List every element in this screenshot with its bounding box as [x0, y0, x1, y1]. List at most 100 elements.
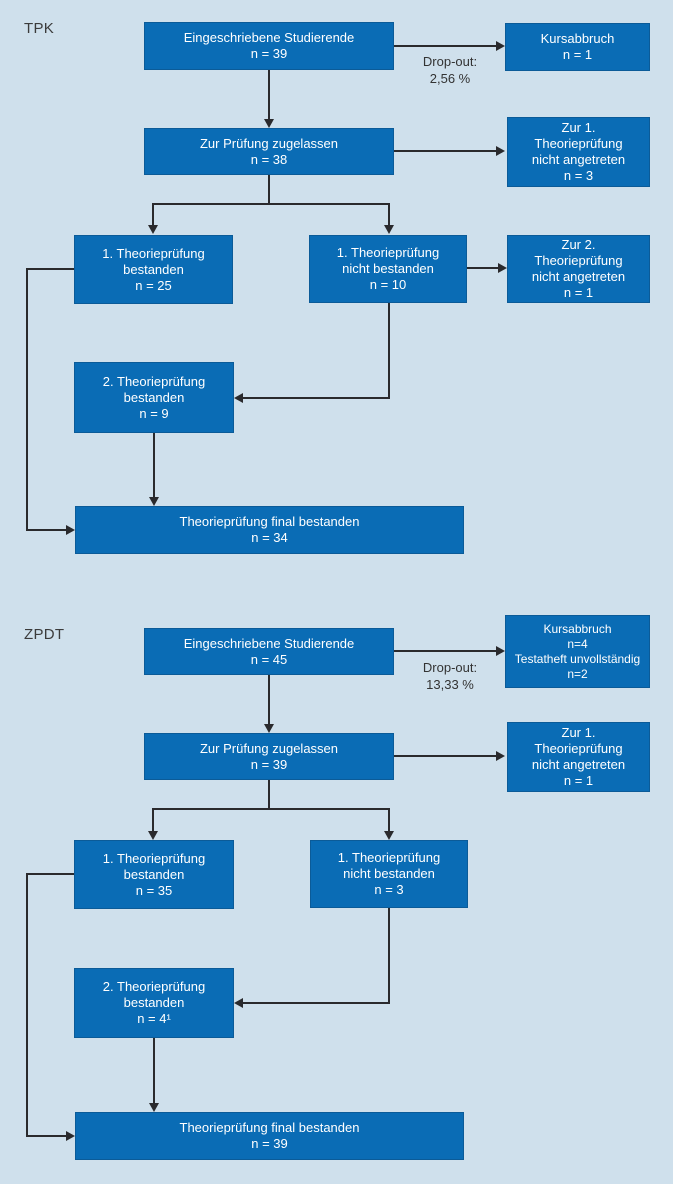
- zpdt-dropout-note: Drop-out: 13,33 %: [404, 659, 496, 693]
- tpk-final-passed-box: Theorieprüfung final bestanden n = 34: [75, 506, 464, 554]
- arrowhead-icon: [149, 1103, 159, 1112]
- flow-line: [26, 268, 28, 530]
- zpdt-first-failed-box: 1. Theorieprüfung nicht bestanden n = 3: [310, 840, 468, 908]
- flow-line: [467, 267, 499, 269]
- box-line: bestanden: [123, 866, 185, 882]
- flow-line: [268, 780, 270, 810]
- box-line: n = 1: [563, 285, 594, 300]
- tpk-section-label: TPK: [24, 20, 55, 37]
- box-line: 1. Theorieprüfung: [336, 245, 440, 260]
- flow-line: [268, 70, 270, 120]
- box-line: Eingeschriebene Studierende: [183, 635, 355, 651]
- tpk-dropout-note: Drop-out: 2,56 %: [404, 53, 496, 87]
- box-line: 2. Theorieprüfung: [102, 979, 206, 994]
- box-line: 1. Theorieprüfung: [337, 850, 441, 865]
- box-line: Kursabbruch: [540, 31, 615, 46]
- flow-line: [27, 268, 74, 270]
- box-line: Theorieprüfung: [534, 741, 623, 756]
- tpk-enrolled-box: Eingeschriebene Studierende n = 39: [144, 22, 394, 70]
- flow-line: [268, 175, 270, 205]
- flow-line: [242, 1002, 390, 1004]
- tpk-second-passed-box: 2. Theorieprüfung bestanden n = 9: [74, 362, 234, 433]
- tpk-first-passed-box: 1. Theorieprüfung bestanden n = 25: [74, 235, 233, 304]
- box-line: Zur Prüfung zugelassen: [199, 740, 339, 756]
- box-line: Kursabbruch: [543, 621, 612, 636]
- flow-line: [27, 873, 74, 875]
- arrowhead-icon: [496, 41, 505, 51]
- arrowhead-icon: [496, 751, 505, 761]
- box-line: 1. Theorieprüfung: [102, 850, 206, 866]
- box-line: n = 39: [251, 1136, 288, 1151]
- tpk-first-failed-box: 1. Theorieprüfung nicht bestanden n = 10: [309, 235, 467, 303]
- zpdt-second-passed-box: 2. Theorieprüfung bestanden n = 4¹: [74, 968, 234, 1038]
- box-line: nicht angetreten: [531, 152, 626, 167]
- box-line: n=2: [567, 666, 588, 681]
- flow-line: [152, 203, 154, 226]
- flow-line: [242, 397, 390, 399]
- box-line: n=4: [567, 636, 588, 651]
- box-line: n = 35: [135, 882, 173, 898]
- flow-line: [152, 808, 154, 832]
- flow-line: [26, 873, 28, 1136]
- arrowhead-icon: [384, 831, 394, 840]
- zpdt-no-show-first-box: Zur 1. Theorieprüfung nicht angetreten n…: [507, 722, 650, 792]
- arrowhead-icon: [148, 831, 158, 840]
- box-line: 2. Theorieprüfung: [102, 373, 206, 389]
- tpk-admitted-box: Zur Prüfung zugelassen n = 38: [144, 128, 394, 175]
- flow-line: [388, 203, 390, 226]
- note-line: Drop-out:: [422, 660, 478, 675]
- arrowhead-icon: [66, 1131, 75, 1141]
- flow-line: [388, 303, 390, 399]
- box-line: n = 25: [135, 277, 172, 293]
- box-line: n = 39: [250, 46, 288, 61]
- tpk-no-show-first-box: Zur 1. Theorieprüfung nicht angetreten n…: [507, 117, 650, 187]
- box-line: Testatheft unvollständig: [514, 651, 641, 666]
- flow-line: [394, 45, 497, 47]
- arrowhead-icon: [496, 646, 505, 656]
- arrowhead-icon: [384, 225, 394, 234]
- box-line: Theorieprüfung: [534, 253, 623, 268]
- arrowhead-icon: [66, 525, 75, 535]
- arrowhead-icon: [148, 225, 158, 234]
- box-line: Zur 2.: [561, 237, 596, 252]
- box-line: Eingeschriebene Studierende: [183, 30, 355, 45]
- box-line: bestanden: [123, 995, 185, 1010]
- flow-line: [26, 529, 67, 531]
- box-line: Theorieprüfung final bestanden: [179, 514, 360, 529]
- box-line: Theorieprüfung final bestanden: [179, 1120, 360, 1135]
- flow-line: [388, 808, 390, 832]
- flow-line: [26, 1135, 67, 1137]
- box-line: nicht bestanden: [343, 866, 435, 881]
- note-line: 13,33 %: [426, 677, 474, 692]
- flow-line: [388, 908, 390, 1004]
- box-line: n = 45: [250, 651, 288, 667]
- flow-line: [394, 755, 497, 757]
- zpdt-admitted-box: Zur Prüfung zugelassen n = 39: [144, 733, 394, 780]
- box-line: n = 34: [251, 530, 288, 545]
- box-line: Zur 1.: [561, 725, 596, 740]
- arrowhead-icon: [149, 497, 159, 506]
- box-line: nicht angetreten: [531, 269, 626, 284]
- box-line: n = 3: [374, 882, 404, 897]
- box-line: n = 4¹: [137, 1011, 171, 1026]
- box-line: nicht angetreten: [531, 757, 626, 772]
- box-line: n = 1: [562, 47, 593, 62]
- flow-line: [152, 808, 390, 810]
- flow-line: [268, 675, 270, 725]
- box-line: n = 1: [563, 773, 594, 788]
- note-line: 2,56 %: [429, 71, 471, 86]
- zpdt-enrolled-box: Eingeschriebene Studierende n = 45: [144, 628, 394, 675]
- note-line: Drop-out:: [422, 54, 478, 69]
- box-line: n = 38: [250, 151, 288, 167]
- flow-line: [153, 433, 155, 498]
- arrowhead-icon: [234, 998, 243, 1008]
- box-line: nicht bestanden: [342, 261, 434, 276]
- flow-line: [394, 150, 497, 152]
- zpdt-dropout-box: Kursabbruch n=4 Testatheft unvollständig…: [505, 615, 650, 688]
- flow-line: [394, 650, 497, 652]
- tpk-dropout-box: Kursabbruch n = 1: [505, 23, 650, 71]
- zpdt-section-label: ZPDT: [24, 626, 65, 643]
- box-line: 1. Theorieprüfung: [102, 245, 205, 261]
- box-line: n = 10: [369, 277, 407, 292]
